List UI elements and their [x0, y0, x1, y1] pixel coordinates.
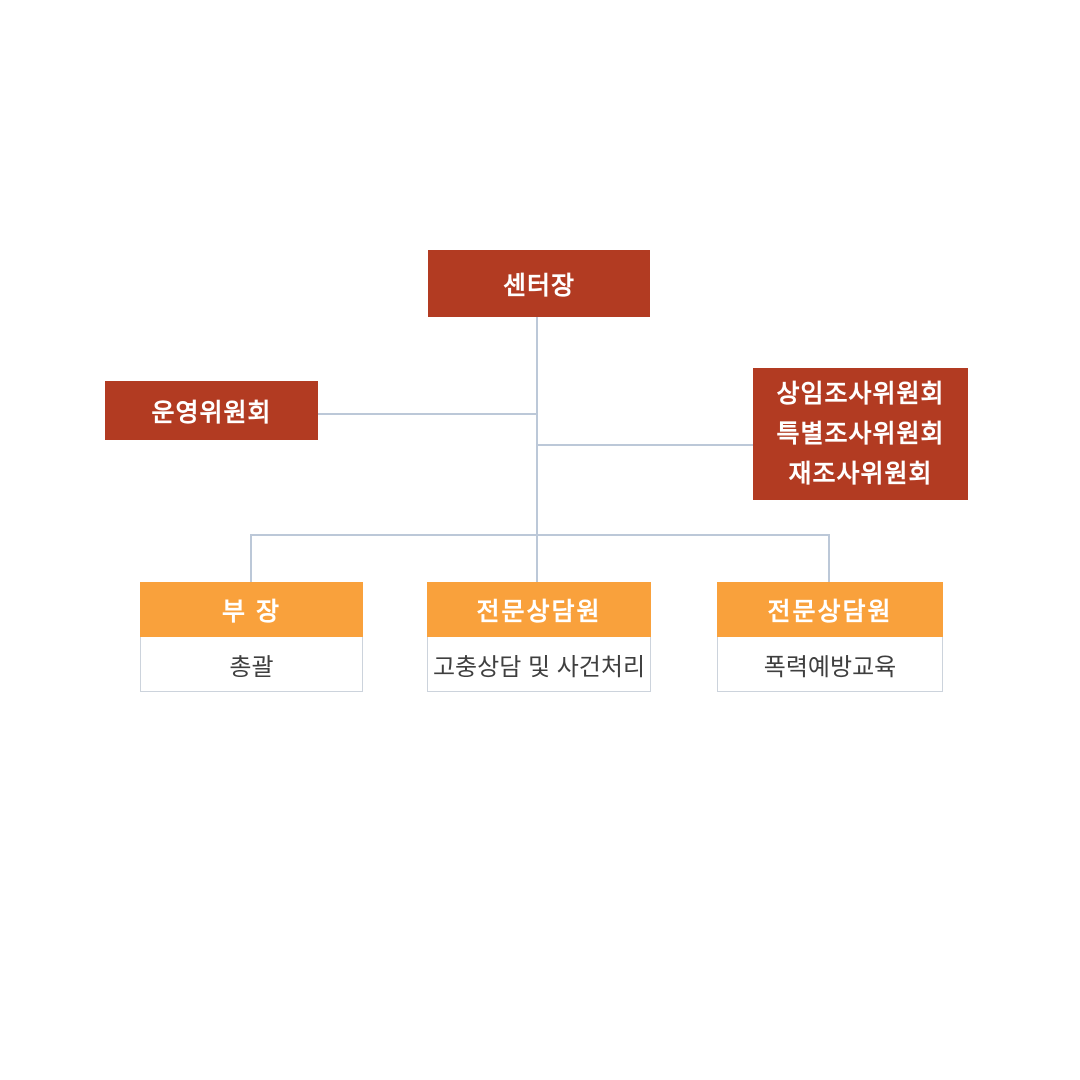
root-box-center-director: 센터장	[428, 250, 650, 317]
position-card-header: 전문상담원	[427, 582, 651, 637]
position-card-counselor-2: 전문상담원 폭력예방교육	[717, 582, 943, 692]
position-title: 전문상담원	[767, 597, 893, 626]
position-title: 부 장	[222, 597, 281, 626]
investigation-committees-box: 상임조사위원회 특별조사위원회 재조사위원회	[753, 368, 968, 500]
position-role: 폭력예방교육	[763, 653, 897, 681]
position-card-manager: 부 장 총괄	[140, 582, 363, 692]
connector-line-distribution	[250, 534, 830, 536]
operating-committee-label: 운영위원회	[151, 398, 272, 427]
committee-line-3: 재조사위원회	[788, 460, 933, 488]
position-card-body: 고충상담 및 사건처리	[427, 637, 651, 692]
committee-line-2: 특별조사위원회	[776, 420, 945, 448]
connector-line-left-committee	[318, 413, 537, 415]
committee-line-1: 상임조사위원회	[776, 380, 945, 408]
position-card-header: 전문상담원	[717, 582, 943, 637]
position-card-header: 부 장	[140, 582, 363, 637]
position-role: 고충상담 및 사건처리	[432, 653, 646, 681]
connector-line-drop-1	[250, 534, 252, 582]
root-box-label: 센터장	[502, 271, 575, 300]
connector-line-right-committee	[537, 444, 753, 446]
position-card-body: 총괄	[140, 637, 363, 692]
connector-line-root-vertical	[536, 317, 538, 583]
operating-committee-box: 운영위원회	[105, 381, 318, 440]
position-role: 총괄	[229, 653, 274, 681]
position-title: 전문상담원	[476, 597, 602, 626]
position-card-counselor-1: 전문상담원 고충상담 및 사건처리	[427, 582, 651, 692]
connector-line-drop-3	[828, 534, 830, 582]
position-card-body: 폭력예방교육	[717, 637, 943, 692]
